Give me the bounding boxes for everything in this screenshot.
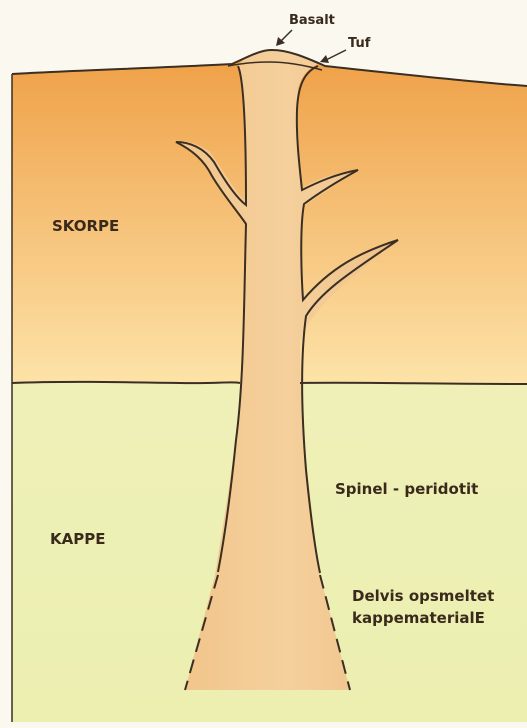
label-tuf: Tuf — [348, 36, 371, 51]
tuf-arrow — [320, 50, 346, 63]
label-delvis-line1: Delvis opsmeltet — [352, 587, 494, 605]
label-kappe: KAPPE — [50, 530, 105, 548]
label-spinel-peridotit: Spinel - peridotit — [335, 480, 478, 498]
label-skorpe: SKORPE — [52, 217, 119, 235]
basalt-arrow — [276, 30, 292, 46]
label-delvis-line2: kappematerialE — [352, 609, 485, 627]
label-basalt: Basalt — [289, 13, 335, 28]
